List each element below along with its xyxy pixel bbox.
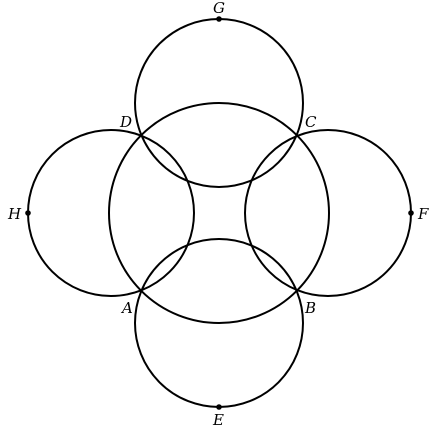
label-g: G: [213, 0, 225, 17]
point-h-dot: [25, 210, 31, 216]
label-h: H: [7, 205, 22, 223]
label-b: B: [304, 299, 316, 317]
point-f-dot: [408, 210, 414, 216]
point-e-dot: [216, 404, 222, 410]
label-d: D: [119, 113, 132, 131]
point-g-dot: [216, 16, 222, 22]
central-circle: [108, 102, 330, 324]
label-f: F: [417, 205, 429, 223]
label-a: A: [120, 299, 133, 317]
left-circle: [27, 129, 195, 297]
label-c: C: [305, 113, 317, 131]
label-e: E: [212, 411, 224, 428]
